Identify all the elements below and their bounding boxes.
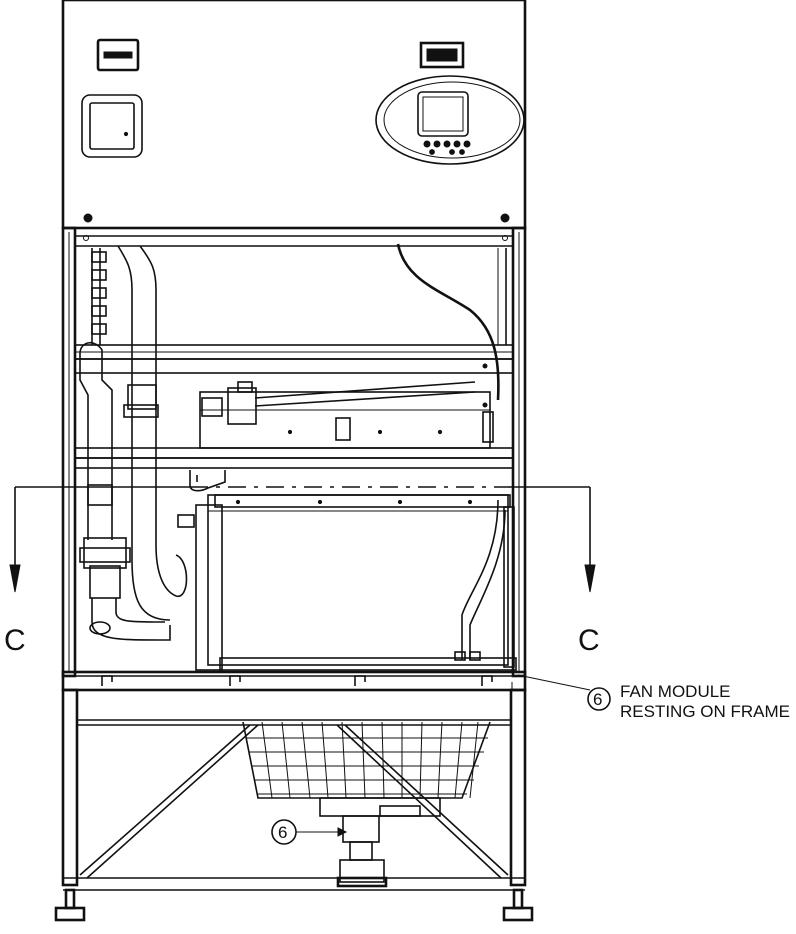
control-panel-icon (375, 75, 525, 165)
nameplate-icon (96, 38, 140, 72)
fan-module (195, 494, 517, 671)
section-mark-right: C (578, 624, 600, 657)
section-mark-left: C (4, 624, 26, 657)
fan-guard-basket (242, 721, 491, 888)
support-stand (54, 688, 534, 922)
callout-number-lower: 6 (278, 823, 287, 842)
heater-assembly (199, 381, 494, 449)
left-rack (91, 248, 507, 345)
duct-pipe (117, 245, 188, 621)
elbow-duct (79, 341, 171, 641)
display-screen-icon (81, 94, 143, 158)
control-cable (396, 243, 506, 660)
callout-fan-module: 6 FAN MODULE RESTING ON FRAME (517, 674, 790, 721)
drain-pipe (177, 470, 226, 528)
top-housing (61, 0, 527, 230)
callout-label-line-2: RESTING ON FRAME (620, 702, 790, 721)
callout-number: 6 (593, 690, 602, 709)
callout-label-line-1: FAN MODULE (620, 682, 731, 701)
section-line-c (9, 486, 596, 593)
callout-stand-mount: 6 (271, 819, 348, 845)
logo-badge-icon (419, 41, 465, 69)
